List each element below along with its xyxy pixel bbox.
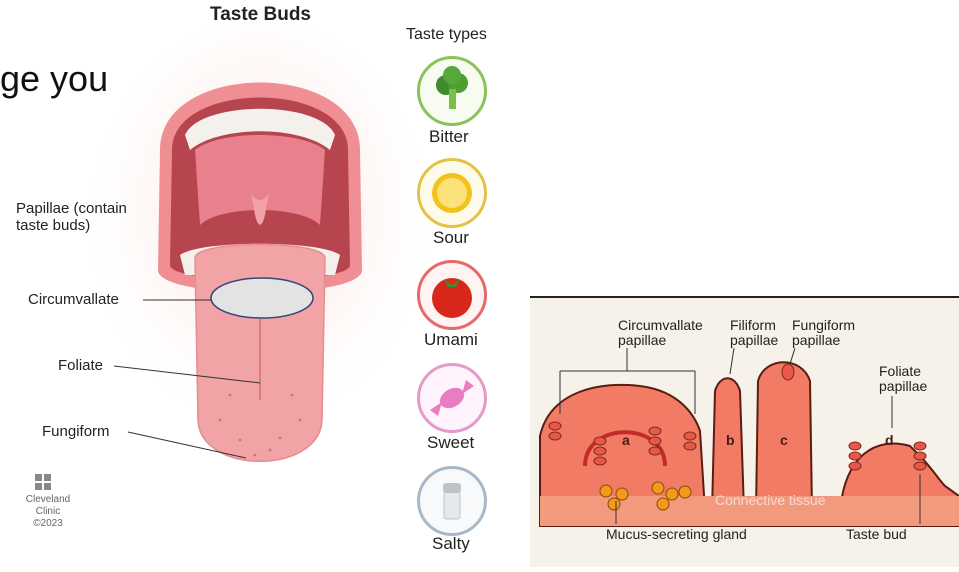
- taste-label-umami: Umami: [424, 330, 478, 350]
- letter-a: a: [622, 432, 630, 448]
- label-papillae: Papillae (contain taste buds): [16, 200, 127, 234]
- letter-c: c: [780, 432, 788, 448]
- taste-label-sweet: Sweet: [427, 433, 474, 453]
- letter-b: b: [726, 432, 735, 448]
- taste-types-heading: Taste types: [406, 26, 487, 44]
- label-filiform-papillae: Filiform papillae: [730, 318, 778, 348]
- candy-icon: [417, 363, 487, 433]
- credit-org: Cleveland Clinic©2023: [16, 494, 80, 530]
- label-fungiform-papillae: Fungiform papillae: [792, 318, 855, 348]
- cleveland-clinic-logo-icon: [35, 474, 51, 490]
- label-foliate: Foliate: [58, 357, 103, 374]
- label-mucus-gland: Mucus-secreting gland: [606, 527, 747, 542]
- label-fungiform: Fungiform: [42, 423, 110, 440]
- salt-shaker-icon: [417, 466, 487, 536]
- taste-label-sour: Sour: [433, 228, 469, 248]
- taste-label-salty: Salty: [432, 534, 470, 554]
- label-foliate-papillae: Foliate papillae: [879, 364, 927, 394]
- letter-d: d: [885, 432, 894, 448]
- label-circumvallate: Circumvallate: [28, 291, 119, 308]
- label-connective-tissue: Connective tissue: [715, 493, 826, 508]
- label-taste-bud: Taste bud: [846, 527, 907, 542]
- taste-label-bitter: Bitter: [429, 127, 469, 147]
- circumvallate-highlight: [211, 278, 313, 318]
- lemon-icon: [417, 158, 487, 228]
- tomato-icon: [417, 260, 487, 330]
- label-circumvallate-papillae: Circumvallate papillae: [618, 318, 703, 348]
- broccoli-icon: [417, 56, 487, 126]
- papillae-cross-section-panel: Circumvallate papillae Filiform papillae…: [530, 296, 959, 567]
